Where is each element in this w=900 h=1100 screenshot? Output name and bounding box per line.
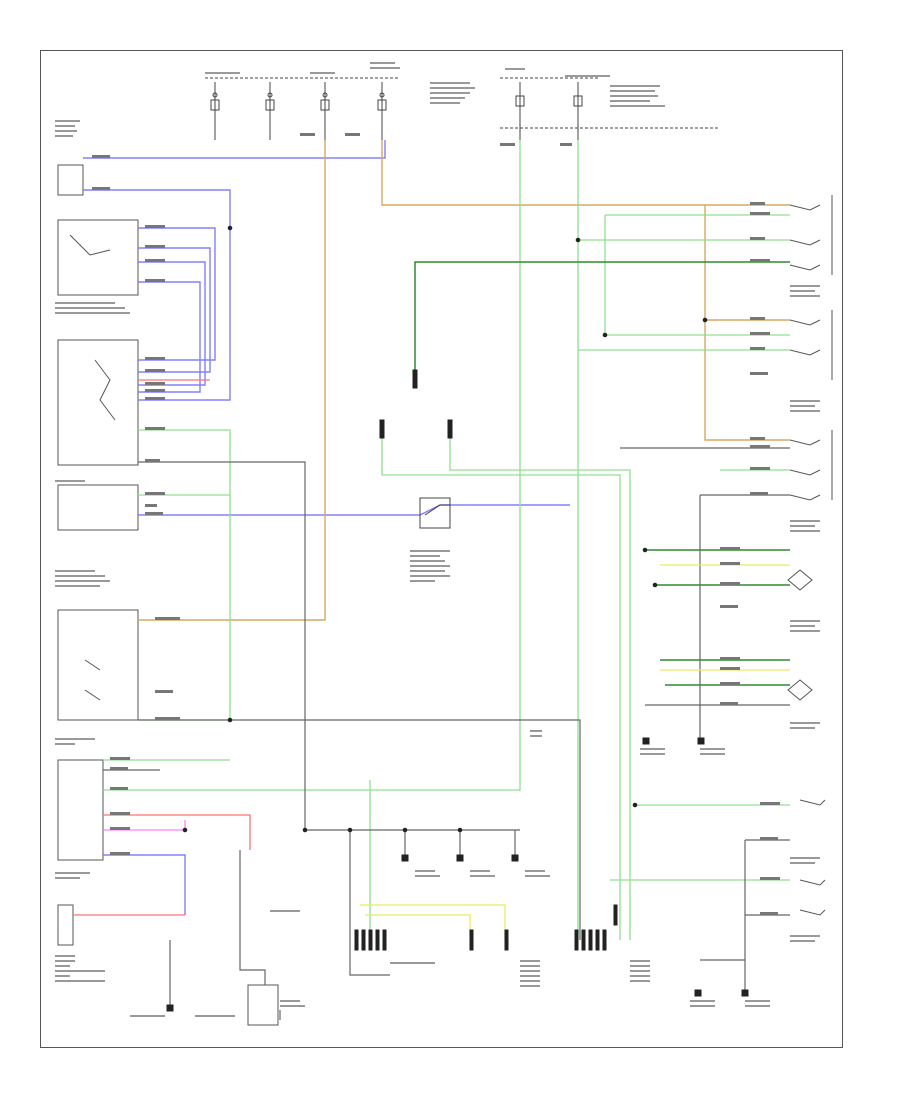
component-box-7 bbox=[57, 904, 74, 946]
fuse-block-top-right bbox=[500, 77, 720, 140]
center-relay bbox=[419, 497, 451, 529]
compressor-box bbox=[247, 984, 279, 1026]
dark-green-wires bbox=[414, 261, 790, 686]
right-switches bbox=[787, 195, 833, 916]
component-box-2 bbox=[57, 219, 139, 296]
blue-wires bbox=[83, 140, 570, 915]
red-wires bbox=[73, 379, 251, 916]
label-blocks bbox=[55, 62, 820, 1017]
component-box-1 bbox=[57, 164, 84, 196]
component-box-5 bbox=[57, 609, 139, 721]
component-box-4 bbox=[57, 484, 139, 531]
wire-tags bbox=[92, 133, 780, 915]
green-wires bbox=[103, 140, 790, 940]
gray-wires bbox=[103, 447, 790, 1020]
left-components bbox=[57, 164, 279, 1026]
diagram-frame bbox=[40, 50, 843, 1048]
tan-wires bbox=[138, 140, 790, 621]
fuse-block-top-left bbox=[205, 77, 400, 140]
component-box-3 bbox=[57, 339, 139, 466]
yellow-wires bbox=[360, 564, 790, 940]
component-box-6 bbox=[57, 759, 104, 861]
connectors bbox=[166, 225, 749, 1012]
